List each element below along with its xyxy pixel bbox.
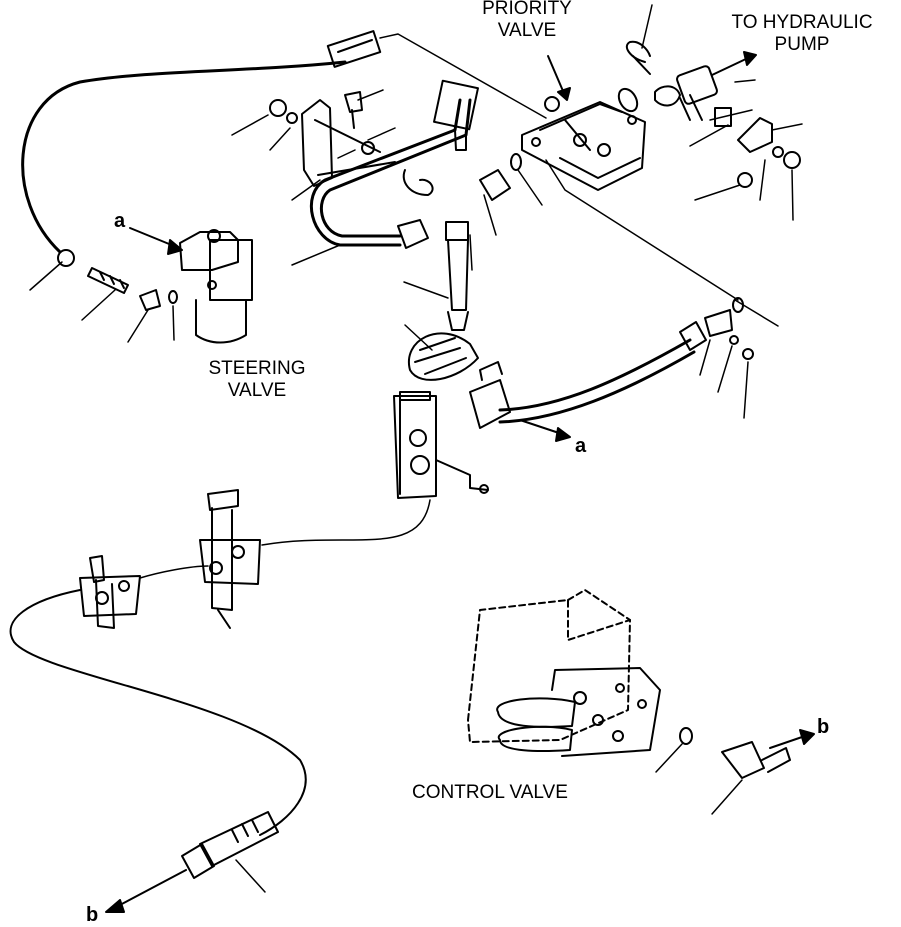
elbow-fitting-right	[704, 309, 733, 337]
pump-fitting	[654, 65, 718, 121]
reference-line-right	[734, 299, 779, 327]
elbow-fitting-control	[721, 741, 765, 779]
ref-b-control: b	[817, 716, 830, 738]
ref-b-bottom: b	[86, 904, 99, 926]
o-ring-left	[168, 290, 178, 304]
hose-end-fitting-bottom	[181, 811, 279, 879]
steering-pressure-tube	[309, 79, 479, 247]
o-ring-right	[732, 297, 744, 313]
mount-bracket-left	[301, 99, 333, 187]
nut-left	[269, 99, 287, 117]
spacer-block	[714, 107, 732, 127]
nut-right	[783, 151, 801, 169]
pedal-assembly-left	[79, 555, 141, 629]
o-ring-centre	[510, 153, 522, 171]
pilot-line-mid	[139, 565, 209, 579]
return-arrow-line	[519, 419, 563, 435]
washer-right	[772, 146, 784, 158]
priority-valve-body	[521, 96, 646, 191]
u-bolt-top	[625, 40, 651, 63]
adapter-fitting-centre	[479, 169, 511, 201]
bolt-left	[344, 91, 363, 113]
reference-line-lower	[545, 159, 739, 301]
plug-right	[729, 335, 739, 345]
u-bolt-left	[402, 169, 434, 196]
bolt-head-right	[737, 172, 753, 188]
control-valve	[467, 589, 661, 757]
steering-supply-hose	[21, 60, 347, 254]
pilot-line-centre	[261, 499, 431, 546]
pedal-assembly-centre	[199, 489, 261, 629]
clamp-bolt	[361, 141, 375, 155]
hose-end-fitting-top	[326, 30, 382, 68]
control-valve-label: CONTROL VALVE	[412, 782, 568, 803]
pump-arrow-line	[711, 57, 749, 76]
ref-a-return: a	[575, 435, 587, 457]
pilot-line-b	[9, 589, 307, 836]
o-ring-control	[679, 727, 693, 745]
ref-a-steering: a	[114, 210, 126, 232]
b-arrow-right-line	[769, 735, 806, 749]
tube-nut	[397, 219, 429, 249]
washer-left	[286, 112, 298, 124]
hose-end-nut	[57, 249, 75, 267]
mount-bracket-right	[737, 117, 773, 153]
hose-guard	[407, 332, 479, 381]
steering-valve-arrow	[129, 227, 175, 247]
cap-right	[742, 348, 754, 360]
centre-valve-block	[393, 391, 489, 499]
priority-valve-label: PRIORITY VALVE	[482, 0, 572, 41]
b-arrow-bottom-line	[117, 869, 187, 907]
steering-valve-body	[179, 229, 253, 344]
steering-valve-label: STEERING VALVE	[208, 358, 306, 401]
hose-end-swivel	[87, 267, 129, 294]
to-hydraulic-pump-label: TO HYDRAULIC PUMP	[731, 12, 873, 55]
vertical-hose	[445, 221, 469, 331]
return-hose-a	[469, 321, 707, 429]
reference-line-upper	[379, 33, 547, 119]
adapter-fitting-left	[139, 289, 161, 311]
